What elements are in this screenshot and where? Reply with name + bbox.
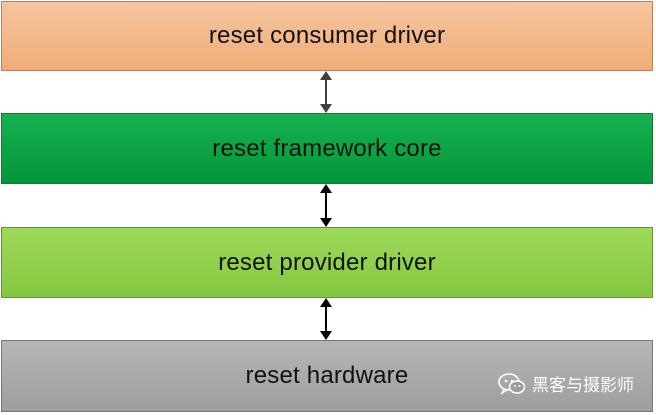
watermark: 黑客与摄影师 xyxy=(498,371,634,396)
bidirectional-arrow-framework-provider xyxy=(320,184,332,227)
layer-reset-hardware: reset hardware xyxy=(1,340,653,412)
layer-label-consumer: reset consumer driver xyxy=(208,22,446,49)
bidirectional-arrow-consumer-framework xyxy=(320,71,332,113)
bidirectional-arrow-provider-hardware xyxy=(320,298,332,340)
layer-label-hardware: reset hardware xyxy=(245,362,409,389)
layer-reset-framework-core: reset framework core xyxy=(1,113,653,184)
layer-label-framework: reset framework core xyxy=(212,134,442,162)
layer-reset-consumer-driver: reset consumer driver xyxy=(1,1,653,71)
wechat-icon xyxy=(498,372,526,395)
layer-reset-provider-driver: reset provider driver xyxy=(1,227,653,298)
layer-label-provider: reset provider driver xyxy=(218,248,436,276)
watermark-text: 黑客与摄影师 xyxy=(532,376,634,396)
